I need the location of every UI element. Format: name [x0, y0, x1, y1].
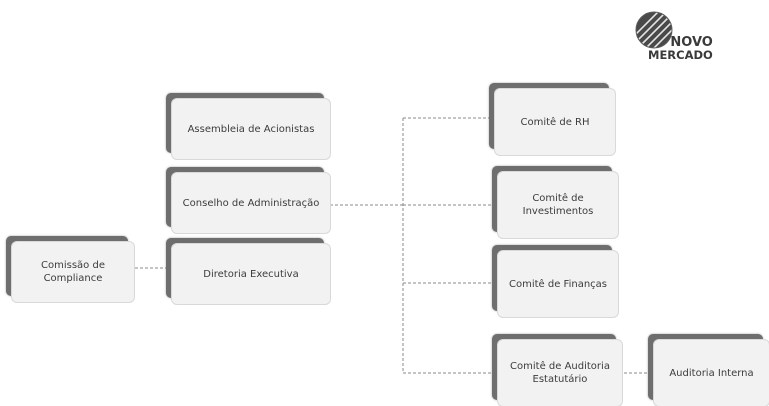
node-conselho-label: Conselho de Administração: [182, 197, 320, 209]
node-assembleia-label: Assembleia de Acionistas: [187, 123, 315, 135]
node-comite-investimentos: Comitê de Investimentos: [492, 166, 618, 238]
node-diretoria-label: Diretoria Executiva: [203, 268, 299, 280]
node-diretoria: Diretoria Executiva: [166, 238, 330, 304]
node-compliance-label-2: Compliance: [43, 273, 103, 284]
node-comite-investimentos-label-2: Investimentos: [522, 206, 594, 217]
node-comite-auditoria-label-1: Comitê de Auditoria: [510, 361, 610, 372]
node-compliance: Comissão de Compliance: [6, 236, 134, 302]
novo-mercado-logo: NOVO MERCADO: [634, 10, 744, 70]
node-comite-auditoria: Comitê de Auditoria Estatutário: [492, 334, 622, 406]
globe-icon: [635, 11, 673, 49]
node-comite-auditoria-label-2: Estatutário: [532, 374, 588, 385]
node-comite-investimentos-label-1: Comitê de: [532, 193, 584, 204]
node-auditoria-interna: Auditoria Interna: [648, 334, 769, 406]
node-comite-financas: Comitê de Finanças: [492, 245, 618, 317]
logo-text-mercado: MERCADO: [648, 48, 713, 62]
logo-text-novo: NOVO: [670, 35, 713, 50]
node-assembleia: Assembleia de Acionistas: [166, 93, 330, 159]
node-comite-rh-label: Comitê de RH: [520, 116, 590, 128]
node-comite-financas-label: Comitê de Finanças: [509, 278, 607, 290]
node-compliance-label-1: Comissão de: [41, 260, 105, 271]
node-conselho: Conselho de Administração: [166, 167, 330, 233]
node-comite-rh: Comitê de RH: [489, 83, 615, 155]
node-auditoria-interna-label: Auditoria Interna: [669, 367, 754, 379]
